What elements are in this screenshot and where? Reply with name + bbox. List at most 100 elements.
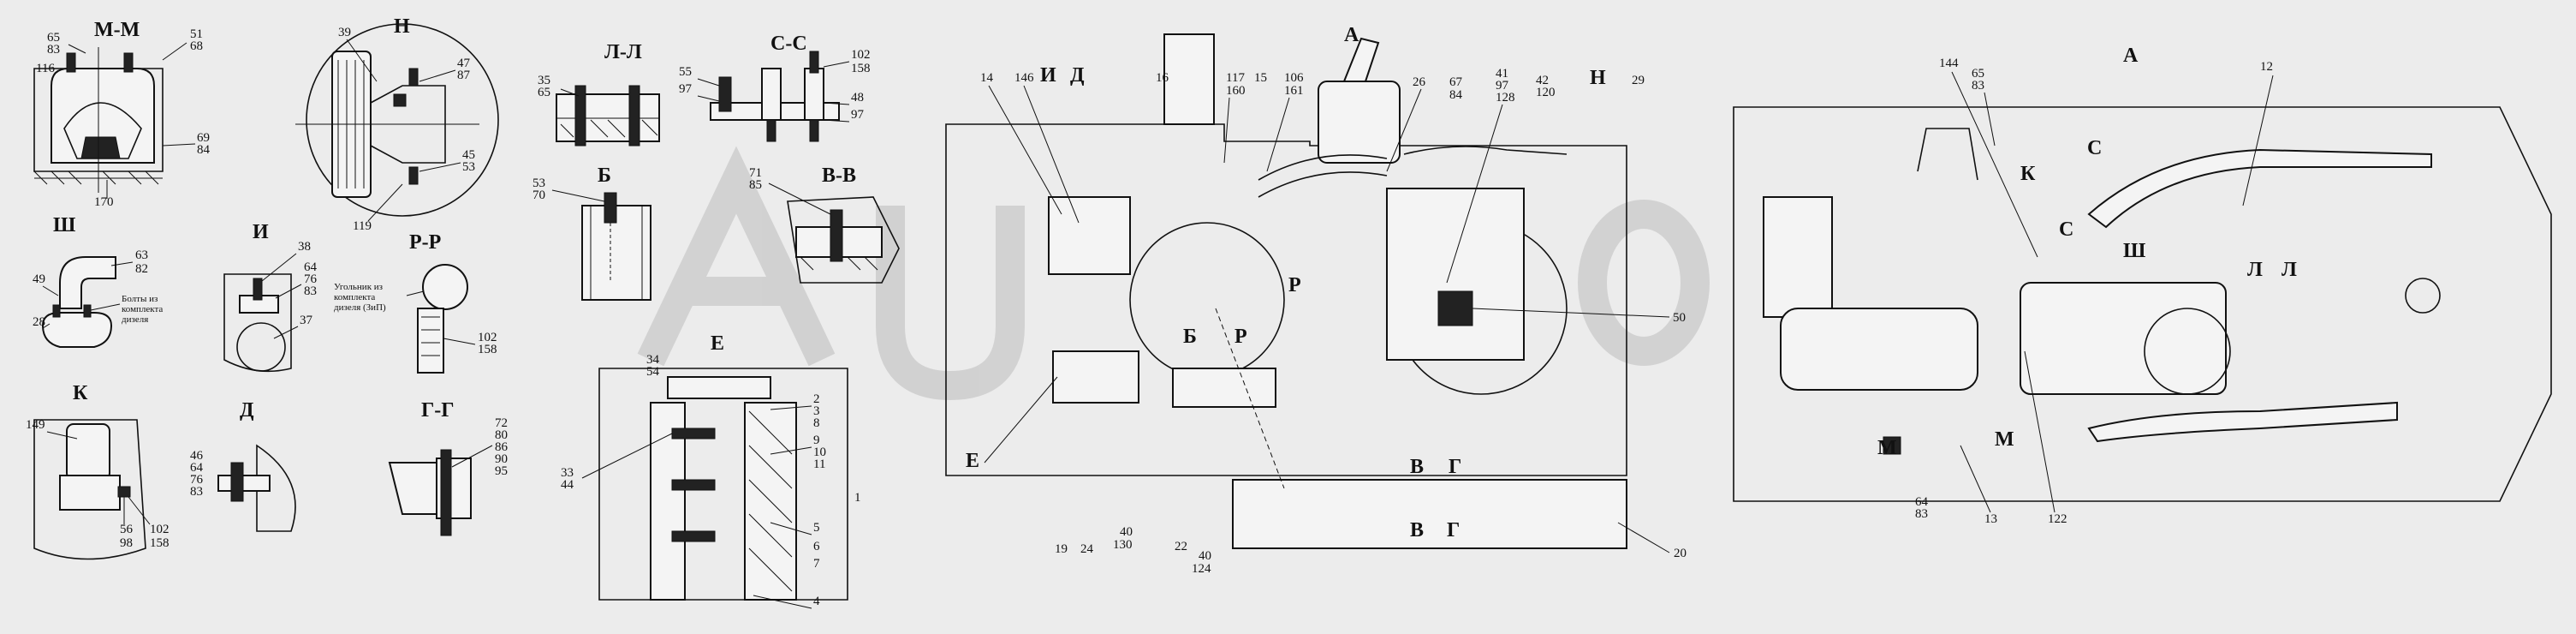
callout-main-3: И: [1040, 64, 1056, 87]
callout-mm-5: 69: [197, 131, 210, 145]
callout-main-30: 19: [1055, 542, 1068, 556]
callout-main-6: 160: [1226, 84, 1246, 98]
callout-main-36: 124: [1192, 562, 1211, 576]
section-mm: М-М 65 83 116 51 68 69 84 170: [33, 19, 211, 209]
note-fittings-2: дизеля (ЗиП): [334, 302, 386, 313]
view-title-d: Д: [240, 399, 254, 422]
callout-plan-10: М: [1877, 437, 1897, 459]
callout-plan-14: 13: [1984, 512, 1997, 526]
callout-main-14: 97: [1496, 79, 1509, 93]
callout-main-10: 26: [1413, 75, 1426, 89]
view-n: Н 39 47 87 45 53 119: [295, 15, 499, 233]
callout-n-5: 119: [353, 219, 372, 233]
callout-e-10: 6: [813, 540, 820, 553]
callout-plan-9: Л: [2282, 259, 2297, 281]
callout-n-4: 53: [462, 160, 475, 174]
callout-main-27: Г: [1449, 456, 1461, 478]
callout-main-17: 120: [1536, 86, 1556, 99]
callout-rr-0: 102: [478, 331, 497, 344]
callout-k-4: 158: [150, 536, 170, 550]
callout-e-2: 2: [813, 392, 820, 406]
callout-main-7: 15: [1254, 71, 1267, 85]
callout-n-1: 47: [457, 57, 471, 70]
background-watermark: [637, 146, 1710, 401]
section-e: Е 34 54 2 3 8 9 10 11 1 5 6 7 4 33 44: [561, 332, 861, 609]
callout-vv-0: 71: [749, 166, 762, 180]
callout-main-26: В: [1410, 456, 1424, 478]
callout-plan-13: 83: [1915, 507, 1928, 521]
callout-ss-0: 55: [679, 65, 692, 79]
view-k: К 149 56 98 102 158: [26, 382, 170, 560]
callout-e-11: 7: [813, 557, 820, 571]
callout-mm-2: 116: [36, 62, 55, 75]
callout-ss-4: 48: [851, 91, 864, 105]
callout-e-9: 5: [813, 521, 820, 535]
callout-rr-1: 158: [478, 343, 497, 356]
view-title-rr: Р-Р: [409, 231, 441, 254]
callout-gg-3: 90: [495, 452, 508, 466]
callout-e-8: 1: [854, 491, 861, 505]
callout-e-6: 10: [813, 446, 826, 459]
callout-main-13: 41: [1496, 67, 1508, 81]
view-title-gg: Г-Г: [421, 399, 455, 422]
callout-k-2: 98: [120, 536, 133, 550]
callout-main-33: 130: [1113, 538, 1133, 552]
callout-plan-6: С: [2059, 218, 2073, 241]
view-sh: Ш 63 82 49 28 Болты из комплекта дизеля: [33, 214, 163, 348]
callout-plan-7: Ш: [2123, 240, 2145, 262]
section-gg: Г-Г 72 80 86 90 95: [388, 399, 509, 536]
note-bolts-0: Болты из: [122, 294, 158, 304]
callout-main-8: 106: [1284, 71, 1304, 85]
callout-mm-4: 68: [190, 39, 203, 53]
callout-plan-5: С: [2087, 137, 2102, 159]
callout-main-5: 117: [1226, 71, 1245, 85]
view-title-i: И: [253, 221, 269, 243]
callout-main-2: Д: [1070, 64, 1085, 87]
callout-main-0: 14: [980, 71, 994, 85]
callout-b-1: 70: [532, 188, 545, 202]
callout-main-16: 42: [1536, 74, 1549, 87]
note-fittings-0: Угольник из: [334, 282, 383, 292]
callout-main-28: В: [1410, 519, 1424, 541]
callout-plan-8: Л: [2247, 259, 2263, 281]
callout-gg-4: 95: [495, 464, 508, 478]
callout-sh-1: 82: [135, 262, 148, 276]
callout-gg-2: 86: [495, 440, 509, 454]
callout-plan-2: 83: [1972, 79, 1984, 93]
callout-d-0: 46: [190, 449, 204, 463]
callout-main-4: 16: [1156, 71, 1169, 85]
callout-sh-3: 28: [33, 315, 45, 329]
view-title-ss: С-С: [770, 33, 807, 55]
callout-plan-15: 122: [2048, 512, 2067, 526]
callout-main-12: 84: [1449, 88, 1463, 102]
callout-mm-7: 170: [94, 195, 114, 209]
view-title-mm: М-М: [94, 19, 140, 41]
callout-main-35: 40: [1199, 549, 1211, 563]
view-i: И 38 64 76 83 37: [223, 221, 318, 373]
callout-main-31: 24: [1080, 542, 1094, 556]
view-title-a: А: [2123, 45, 2139, 67]
callout-k-3: 102: [150, 523, 170, 536]
callout-mm-6: 84: [197, 143, 211, 157]
section-vv: В-В 71 85: [749, 164, 900, 284]
callout-plan-11: М: [1995, 428, 2014, 451]
callout-plan-1: 65: [1972, 67, 1984, 81]
callout-mm-0: 65: [47, 31, 60, 45]
callout-i-2: 76: [304, 272, 318, 286]
callout-ll-1: 65: [538, 86, 550, 99]
callout-k-1: 56: [120, 523, 134, 536]
callout-mm-1: 83: [47, 43, 60, 57]
callout-ss-2: 102: [851, 48, 871, 62]
callout-main-19: 29: [1632, 74, 1645, 87]
callout-k-0: 149: [26, 418, 45, 432]
callout-ss-1: 97: [679, 82, 693, 96]
view-title-n: Н: [394, 15, 410, 38]
note-fittings-1: комплекта: [334, 292, 375, 302]
callout-e-13: 33: [561, 466, 574, 480]
callout-b-0: 53: [532, 176, 545, 190]
callout-i-3: 83: [304, 284, 317, 298]
callout-e-0: 34: [646, 353, 660, 367]
callout-ss-3: 158: [851, 62, 871, 75]
callout-d-2: 76: [190, 473, 204, 487]
